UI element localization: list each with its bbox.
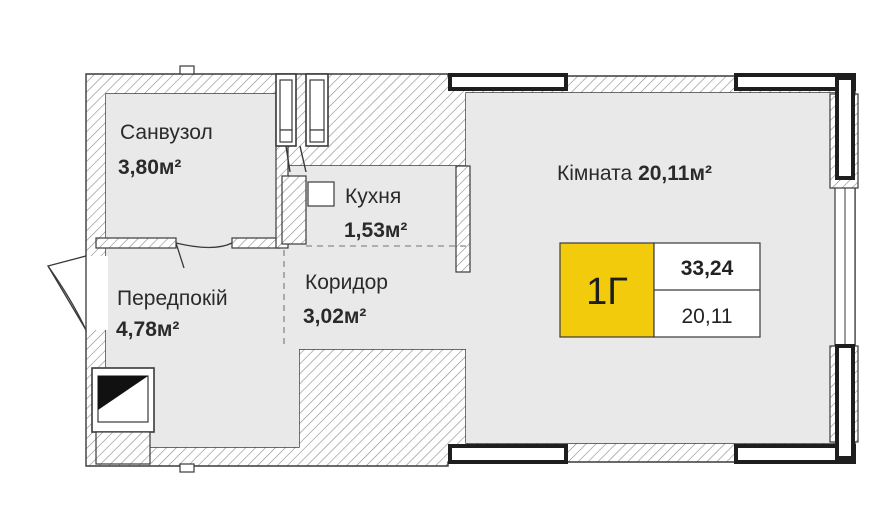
entrance-door: [47, 255, 108, 333]
corridor-name: Коридор: [305, 271, 388, 294]
zone-dividers: [283, 245, 466, 349]
bathroom-door: [175, 242, 233, 269]
room-name: Кімната 20,11м²: [557, 162, 712, 185]
kitchen-west-wall: [281, 175, 307, 245]
ventilation-shafts: [275, 73, 329, 173]
electrical-niche: [91, 367, 155, 465]
corridor-area: 3,02м²: [303, 305, 366, 328]
room-area: 20,11м²: [638, 162, 712, 185]
hallway-name: Передпокій: [117, 287, 228, 310]
wall-bump: [179, 65, 195, 75]
living-area: 20,11: [682, 305, 733, 328]
kitchen-fixture: [307, 181, 335, 207]
kitchen-room-wall: [455, 165, 471, 273]
bathroom-area: 3,80м²: [118, 156, 181, 179]
window-frames: [448, 73, 856, 464]
hallway-area: 4,78м²: [116, 318, 179, 341]
badge-code-cell: [559, 242, 655, 338]
bathroom-name: Санвузол: [120, 121, 213, 144]
wall-bump-bottom: [179, 463, 195, 473]
bathroom-partition: [95, 237, 177, 249]
total-area: 33,24: [681, 257, 734, 280]
kitchen-area: 1,53м²: [344, 219, 407, 242]
bathroom-partition-right: [231, 237, 281, 249]
apartment-badge: 1Г 33,24 20,11: [559, 242, 761, 338]
kitchen-name: Кухня: [345, 185, 401, 208]
apartment-code: 1Г: [586, 271, 628, 313]
